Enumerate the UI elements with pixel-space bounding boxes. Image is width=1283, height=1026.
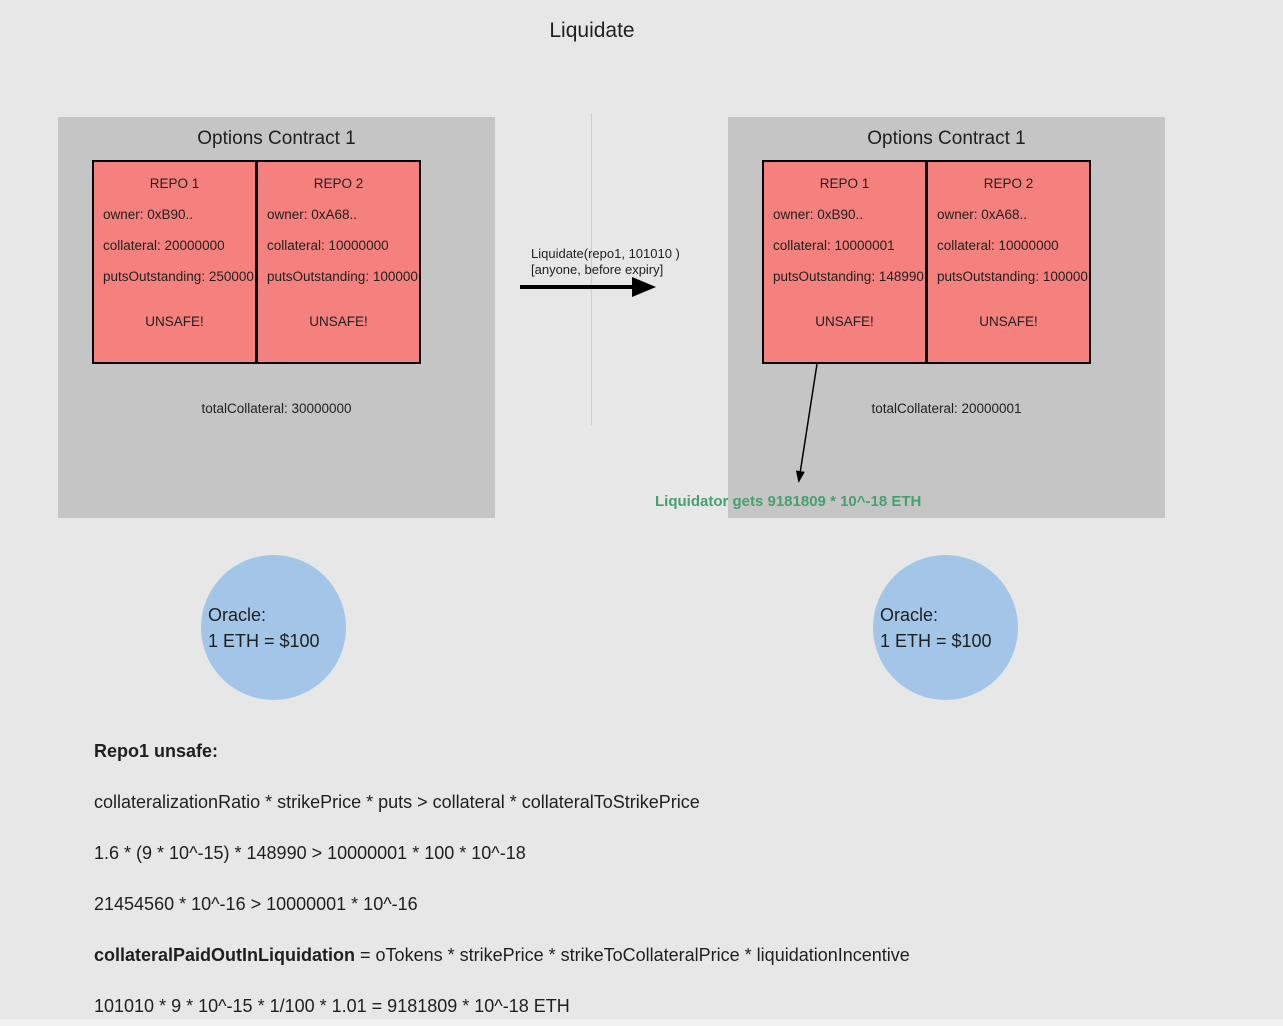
repo-collateral: collateral: 20000000 [103,238,225,253]
page-edge [0,1019,1283,1026]
repo-puts: putsOutstanding: 100000 [937,269,1088,284]
repo-owner: owner: 0xA68.. [267,207,358,222]
liquidator-note: Liquidator gets 9181809 * 10^-18 ETH [655,493,922,510]
repo-card-1: REPO 1 owner: 0xB90.. collateral: 100000… [762,160,927,364]
oracle-label: Oracle: [880,605,939,625]
options-contract-before: Options Contract 1 REPO 1 owner: 0xB90..… [58,117,495,518]
divider-line [591,113,592,425]
repo-puts: putsOutstanding: 250000 [103,269,254,284]
liquidator-arrow-icon [795,363,818,483]
repo-owner: owner: 0xB90.. [103,207,194,222]
oracle-label: Oracle: [208,605,267,625]
options-contract-after: Options Contract 1 REPO 1 owner: 0xB90..… [728,117,1165,518]
repo-card-2: REPO 2 owner: 0xA68.. collateral: 100000… [256,160,421,364]
repo-name: REPO 2 [313,176,364,191]
oracle-price: 1 ETH = $100 [880,631,992,651]
repo-puts: putsOutstanding: 100000 [267,269,418,284]
repo-owner: owner: 0xA68.. [937,207,1028,222]
explanation-heading: Repo1 unsafe: [94,741,219,761]
repo-status: UNSAFE! [145,314,204,329]
repo-card-2: REPO 2 owner: 0xA68.. collateral: 100000… [926,160,1091,364]
total-collateral: totalCollateral: 30000000 [201,401,352,416]
contract-title: Options Contract 1 [867,128,1026,149]
total-collateral: totalCollateral: 20000001 [871,401,1022,416]
repo-name: REPO 1 [819,176,870,191]
repo-row: REPO 1 owner: 0xB90.. collateral: 100000… [762,160,1131,364]
explanation-line-2: 1.6 * (9 * 10^-15) * 148990 > 10000001 *… [94,843,526,863]
explanation-formula: collateralPaidOutInLiquidation = oTokens… [94,945,910,966]
repo-collateral: collateral: 10000000 [267,238,389,253]
oracle-circle-right: Oracle: 1 ETH = $100 [873,555,1018,700]
repo-puts: putsOutstanding: 148990 [773,269,924,284]
repo-collateral: collateral: 10000000 [937,238,1059,253]
repo-row: REPO 1 owner: 0xB90.. collateral: 200000… [92,160,461,364]
transition-label: Liquidate(repo1, 101010 ) [anyone, befor… [531,246,680,277]
repo-name: REPO 1 [149,176,200,191]
transition-arrow-icon [520,277,656,297]
repo-collateral: collateral: 10000001 [773,238,895,253]
explanation-line-1: collateralizationRatio * strikePrice * p… [94,792,700,812]
explanation-line-3: 21454560 * 10^-16 > 10000001 * 10^-16 [94,894,418,914]
transition-call: Liquidate(repo1, 101010 ) [531,246,680,261]
formula-rest: = oTokens * strikePrice * strikeToCollat… [355,945,910,965]
explanation-line-5: 101010 * 9 * 10^-15 * 1/100 * 1.01 = 918… [94,996,570,1016]
transition-condition: [anyone, before expiry] [531,261,664,277]
oracle-circle-left: Oracle: 1 ETH = $100 [201,555,346,700]
page-title: Liquidate [549,19,635,42]
repo-name: REPO 2 [983,176,1034,191]
repo-card-1: REPO 1 owner: 0xB90.. collateral: 200000… [92,160,257,364]
formula-term: collateralPaidOutInLiquidation [94,945,356,965]
repo-owner: owner: 0xB90.. [773,207,864,222]
contract-title: Options Contract 1 [197,128,356,149]
repo-status: UNSAFE! [309,314,368,329]
oracle-price: 1 ETH = $100 [208,631,320,651]
repo-status: UNSAFE! [815,314,874,329]
repo-status: UNSAFE! [979,314,1038,329]
